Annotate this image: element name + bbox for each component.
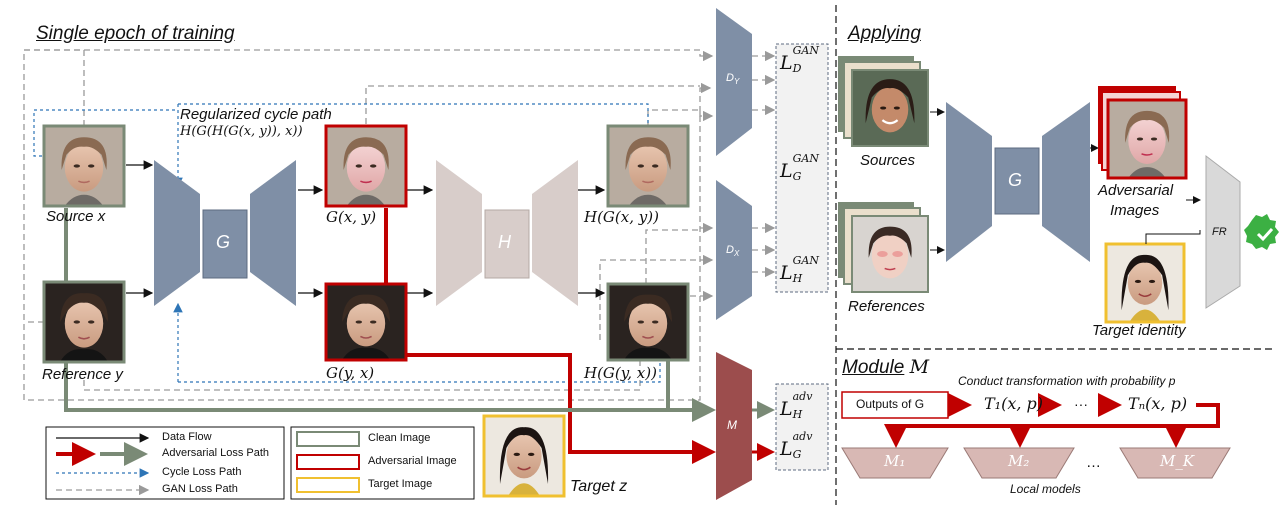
outputs-of-G-label: Outputs of G <box>856 397 925 411</box>
apply-G-label: G <box>1008 170 1023 190</box>
DY-discriminator <box>716 8 752 156</box>
M-label: M <box>727 418 737 432</box>
check-icon <box>1244 214 1279 250</box>
FR-label: FR <box>1212 226 1227 238</box>
H-decoder <box>532 160 578 306</box>
data-flow-arrows <box>126 160 606 298</box>
adversarial-images-line2: Images <box>1110 202 1160 219</box>
T1-label: T₁(x, p) <box>984 394 1044 413</box>
target-identity-image <box>1106 244 1184 322</box>
local-model-M2 <box>963 447 1075 479</box>
legend-gan-loss: GAN Loss Path <box>162 483 238 495</box>
training-title: Single epoch of training <box>36 23 235 44</box>
adversarial-images-stack <box>1098 86 1188 180</box>
adversarial-images-line1: Adversarial <box>1098 182 1174 199</box>
sources-label: Sources <box>860 152 916 169</box>
apply-G-encoder <box>946 102 992 262</box>
applying-title: Applying <box>848 23 921 44</box>
T-dots: ··· <box>1074 396 1088 412</box>
references-label: References <box>848 298 925 315</box>
regularized-title: Regularized cycle path <box>180 106 332 123</box>
conduct-text: Conduct transformation with probability … <box>958 374 1176 388</box>
hgxy-label: H(G(x, y)) <box>584 208 659 226</box>
references-stack <box>838 202 929 293</box>
target-z-label: Target z <box>570 478 628 495</box>
adv-loss-box <box>775 383 829 471</box>
M1-label: M₁ <box>884 452 906 470</box>
M2-label: M₂ <box>1008 452 1030 470</box>
hgxy-image <box>608 126 688 206</box>
FR-model <box>1205 154 1241 309</box>
H-label: H <box>498 232 511 252</box>
source-x-image <box>44 126 124 206</box>
DY-label: DY <box>726 72 740 87</box>
H-bottleneck <box>484 209 530 279</box>
gyx-image <box>326 284 406 360</box>
legend-cycle-loss: Cycle Loss Path <box>162 466 242 478</box>
local-models-label: Local models <box>1010 482 1081 496</box>
local-model-MK <box>1119 447 1231 479</box>
M-module-box <box>716 352 752 500</box>
DX-label: DX <box>726 244 740 259</box>
target-z-image <box>484 416 564 496</box>
legend-clean: Clean Image <box>368 432 431 444</box>
apply-G-decoder <box>1042 102 1090 262</box>
G-decoder <box>250 160 296 306</box>
module-flow-arrows <box>884 393 1220 448</box>
G-encoder <box>154 160 200 306</box>
local-model-M1 <box>841 447 949 479</box>
gan-loss-box <box>775 43 829 293</box>
module-title: Module M <box>842 356 930 378</box>
legend-target: Target Image <box>368 478 433 490</box>
hgyx-image <box>608 284 688 360</box>
legend-data-flow: Data Flow <box>162 431 212 443</box>
source-label: Source x <box>46 208 106 225</box>
outputs-of-G-box <box>841 391 949 419</box>
reference-label: Reference y <box>42 366 123 383</box>
DX-discriminator <box>716 180 752 320</box>
G-bottleneck <box>202 209 248 279</box>
legend-adversarial: Adversarial Image <box>368 455 457 467</box>
G-label: G <box>216 232 231 252</box>
apply-G-bottleneck <box>994 147 1040 215</box>
legend-adv-loss: Adversarial Loss Path <box>162 447 269 459</box>
gxy-label: G(x, y) <box>326 208 377 226</box>
M-dots: … <box>1086 454 1101 471</box>
sources-stack <box>838 56 929 147</box>
hgyx-label: H(G(y, x)) <box>584 364 657 382</box>
regularized-formula: H(G(H(G(x, y)), x)) <box>180 124 303 139</box>
gxy-image <box>326 126 406 206</box>
target-identity-label: Target identity <box>1092 322 1186 339</box>
reference-y-image <box>44 282 124 362</box>
H-encoder <box>436 160 482 306</box>
gyx-label: G(y, x) <box>326 364 375 382</box>
MK-label: M_K <box>1160 452 1195 470</box>
Tn-label: Tₙ(x, p) <box>1128 394 1188 413</box>
